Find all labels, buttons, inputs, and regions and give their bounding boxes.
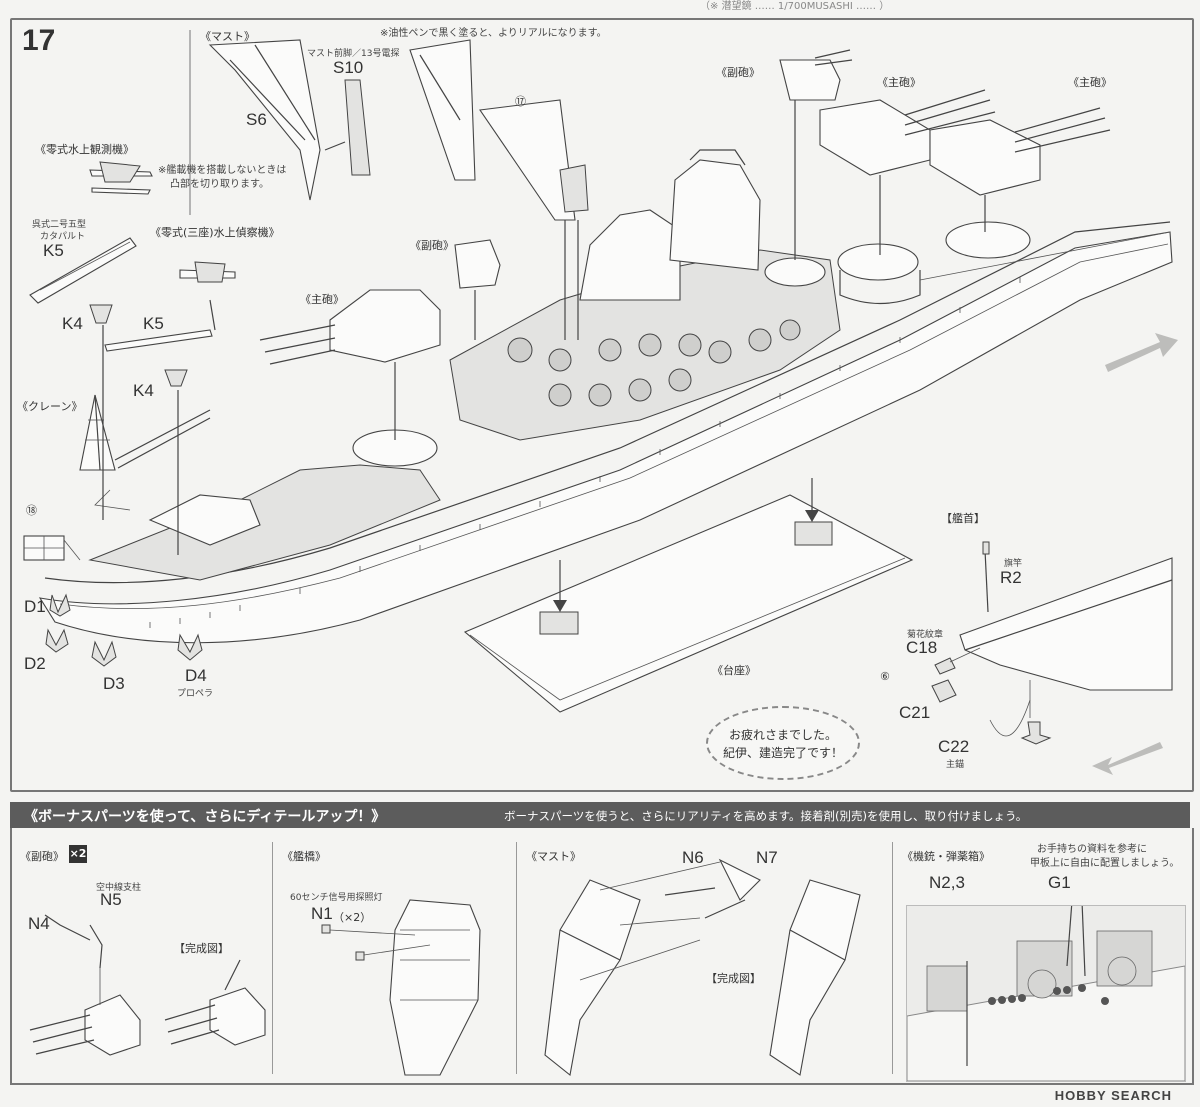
antenna-support-label: 空中線支柱 [96, 883, 142, 893]
part-s10: S10 [333, 58, 364, 77]
completion-line1: お疲れさまでした。 [728, 728, 837, 742]
catapult-label-line1: 呉式二号五型 [32, 220, 87, 230]
bonus-divider-2 [516, 842, 517, 1074]
chrysanthemum-label: 菊花紋章 [907, 630, 944, 640]
mast-title: 《マスト》 [200, 30, 255, 43]
mast-drawings [208, 39, 589, 221]
bonus-header-bar: 《ボーナスパーツを使って、さらにディテールアップ！》 ボーナスパーツを使うと、さ… [10, 802, 1190, 828]
step-number: 17 [22, 24, 56, 57]
circled-17-marker: ⑰ [515, 95, 526, 108]
main-gun-label-1: 《主砲》 [300, 293, 344, 306]
crane-drawing [79, 394, 211, 511]
aircraft-drawings [89, 161, 236, 283]
secondary-gun-turret-2 [779, 49, 853, 101]
part-k5-top: K5 [43, 241, 64, 260]
part-n4: N4 [28, 914, 50, 933]
part-n5: N5 [100, 890, 122, 909]
secondary-gun-turret-1 [454, 239, 501, 289]
completion-bubble: お疲れさまでした。 紀伊、建造完了です！ [706, 706, 860, 780]
assembly-arrows [102, 100, 986, 555]
catapult-k5 [29, 237, 213, 352]
mast-front-leg-label: マスト前脚／13号電探 [307, 49, 400, 59]
bonus-bridge-title: 《艦橋》 [282, 850, 326, 863]
part-c21: C21 [899, 703, 931, 722]
bonus-bridge-drawing [321, 899, 481, 1076]
deck-photo [906, 905, 1186, 1082]
stern-flag [23, 535, 81, 561]
part-s6: S6 [246, 110, 267, 129]
k4-pedestals [89, 304, 188, 387]
main-gun-label-2: 《主砲》 [877, 76, 921, 89]
part-g1: G1 [1048, 873, 1071, 892]
searchlight-label: 60センチ信号用探照灯 [290, 893, 383, 903]
quantity-badge: ×2 [69, 845, 87, 863]
part-d2: D2 [24, 654, 46, 673]
part-d1: D1 [24, 597, 46, 616]
deck-photo-drawing [907, 906, 1185, 1081]
n1-quantity: （×2） [333, 911, 372, 924]
direction-arrows [1092, 333, 1178, 775]
bonus-col4-note-line1: お手持ちの資料を参考に [1037, 844, 1147, 855]
secondary-gun-label-2: 《副砲》 [716, 66, 760, 79]
bonus-col1-complete: 【完成図】 [174, 942, 229, 955]
part-d3: D3 [103, 674, 125, 693]
part-n2-3: N2,3 [929, 873, 965, 892]
bonus-description: ボーナスパーツを使うと、さらにリアリティを高めます。接着剤(別売)を使用し、取り… [504, 809, 1028, 823]
display-stand [463, 478, 914, 713]
part-n1: N1 [311, 904, 333, 923]
zero-obs-plane-title: 《零式水上観測機》 [35, 143, 134, 156]
aircraft-note-line2: 凸部を切り取ります。 [170, 179, 269, 190]
part-k4-middle: K4 [133, 381, 154, 400]
bow-detail [931, 541, 1173, 745]
oil-pen-note: ※油性ペンで黒く塗ると、よりリアルになります。 [380, 28, 607, 39]
top-fragment-text: （※ 潜望鏡 …… 1/700MUSASHI …… ） [700, 1, 890, 12]
bonus-divider-3 [892, 842, 893, 1074]
bonus-mast-drawings [544, 858, 861, 1077]
part-k5-middle: K5 [143, 314, 164, 333]
zero-recon-plane-title: 《零式(三座)水上偵察機》 [150, 226, 280, 239]
part-c22: C22 [938, 737, 970, 756]
completion-line2: 紀伊、建造完了です！ [722, 746, 843, 760]
catapult-label-line2: カタパルト [40, 232, 86, 242]
part-d4: D4 [185, 666, 207, 685]
bonus-title: 《ボーナスパーツを使って、さらにディテールアップ！》 [24, 809, 386, 825]
part-k4-left: K4 [62, 314, 83, 333]
aircraft-note-line1: ※艦載機を搭載しないときは [158, 165, 287, 176]
propeller-label: プロペラ [177, 689, 214, 699]
bow-title: 【艦首】 [941, 512, 985, 525]
part-r2: R2 [1000, 568, 1022, 587]
circled-18-marker: ⑱ [26, 504, 37, 517]
bonus-secondary-gun-title: 《副砲》 [20, 850, 64, 863]
main-anchor-label: 主錨 [946, 760, 965, 770]
flagpole-label: 旗竿 [1004, 559, 1023, 569]
main-gun-label-3: 《主砲》 [1068, 76, 1112, 89]
part-n6: N6 [682, 848, 704, 867]
bonus-secondary-gun-drawings [29, 914, 266, 1056]
part-n7: N7 [756, 848, 778, 867]
bonus-mast-title: 《マスト》 [526, 850, 581, 863]
bonus-col3-complete: 【完成図】 [706, 972, 761, 985]
main-gun-turret-3 [929, 107, 1111, 196]
secondary-gun-label-1: 《副砲》 [410, 239, 454, 252]
step-17-frame [10, 18, 1194, 792]
part-c18: C18 [906, 638, 938, 657]
hobby-search-logo: HOBBY SEARCH [1054, 1088, 1172, 1103]
bonus-divider-1 [272, 842, 273, 1074]
main-gun-turret-1 [259, 289, 441, 365]
bonus-aa-ammo-title: 《機銃・弾薬箱》 [902, 850, 990, 863]
stand-title: 《台座》 [712, 664, 756, 677]
main-gun-turret-2 [819, 89, 996, 176]
circled-6-marker: ⑥ [880, 670, 890, 683]
crane-title: 《クレーン》 [17, 400, 83, 413]
bonus-frame [10, 828, 1194, 1085]
bonus-col4-note-line2: 甲板上に自由に配置しましょう。 [1030, 858, 1180, 869]
propellers [45, 593, 203, 667]
